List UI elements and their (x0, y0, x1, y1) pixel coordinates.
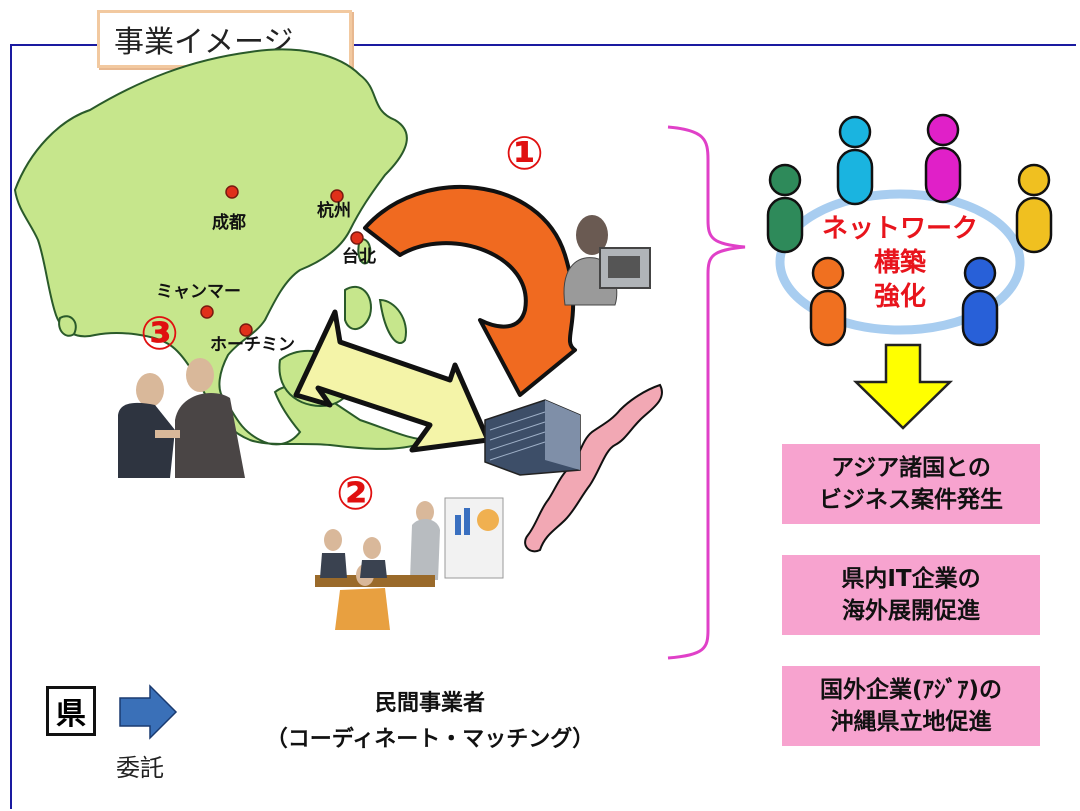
result-box-expansion: 県内IT企業の 海外展開促進 (782, 555, 1040, 635)
content-frame (10, 44, 1076, 809)
prefecture-box: 県 (46, 686, 96, 736)
city-dot-myanmar (200, 305, 214, 319)
map-label-myanmar: ミャンマー (156, 282, 241, 302)
network-label: ネットワーク 構築 強化 (800, 212, 1000, 314)
operator-label-line1: 民間事業者 (374, 691, 485, 716)
network-label-line2: 構築 (873, 248, 926, 278)
map-label-hochiminh: ホーチミン (210, 335, 295, 355)
city-dot-chengdu (225, 185, 239, 199)
city-dot-taipei (350, 231, 364, 245)
result-box-business: アジア諸国との ビジネス案件発生 (782, 444, 1040, 524)
commission-label: 委託 (116, 754, 164, 782)
result-box-line: 沖縄県立地促進 (830, 709, 992, 735)
map-label-hangzhou: 杭州 (317, 201, 351, 221)
city-dot-hangzhou (330, 189, 344, 203)
down-arrow (852, 343, 954, 430)
network-ring (775, 189, 1025, 335)
operator-label-line2: （コーディネート・マッチング） (265, 727, 595, 752)
network-label-line1: ネットワーク (821, 214, 978, 244)
island-shape (344, 285, 372, 330)
island-shape (357, 238, 372, 265)
okinawa-map (524, 383, 663, 553)
handshake-image (118, 358, 245, 478)
operator-label: 民間事業者 （コーディネート・マッチング） (240, 686, 620, 758)
result-box-line: ビジネス案件発生 (819, 487, 1003, 513)
network-label-line3: 強化 (873, 282, 926, 312)
map-label-chengdu: 成都 (212, 213, 246, 233)
result-box-line: 県内IT企業の (841, 566, 981, 592)
meeting-image (315, 497, 504, 630)
curved-arrow (363, 185, 577, 397)
island-shape (378, 298, 407, 344)
step-number-3: ③ (140, 306, 179, 360)
result-box-line: 国外企業(ｱｼﾞｱ)の (819, 677, 1003, 703)
map-label-taipei: 台北 (342, 247, 376, 267)
commission-arrow (119, 684, 178, 740)
network-people (766, 113, 1053, 347)
step-number-2: ② (336, 466, 375, 520)
person-laptop-image (563, 215, 651, 306)
result-box-location: 国外企業(ｱｼﾞｱ)の 沖縄県立地促進 (782, 666, 1040, 746)
office-building-image (484, 399, 581, 476)
island-shape (58, 315, 77, 337)
asia-map (13, 48, 431, 450)
city-dot-hochiminh (239, 323, 253, 337)
step-number-1: ① (505, 126, 544, 180)
result-box-line: 海外展開促進 (842, 598, 980, 624)
grouping-bracket (667, 125, 746, 660)
result-box-line: アジア諸国との (831, 455, 991, 481)
